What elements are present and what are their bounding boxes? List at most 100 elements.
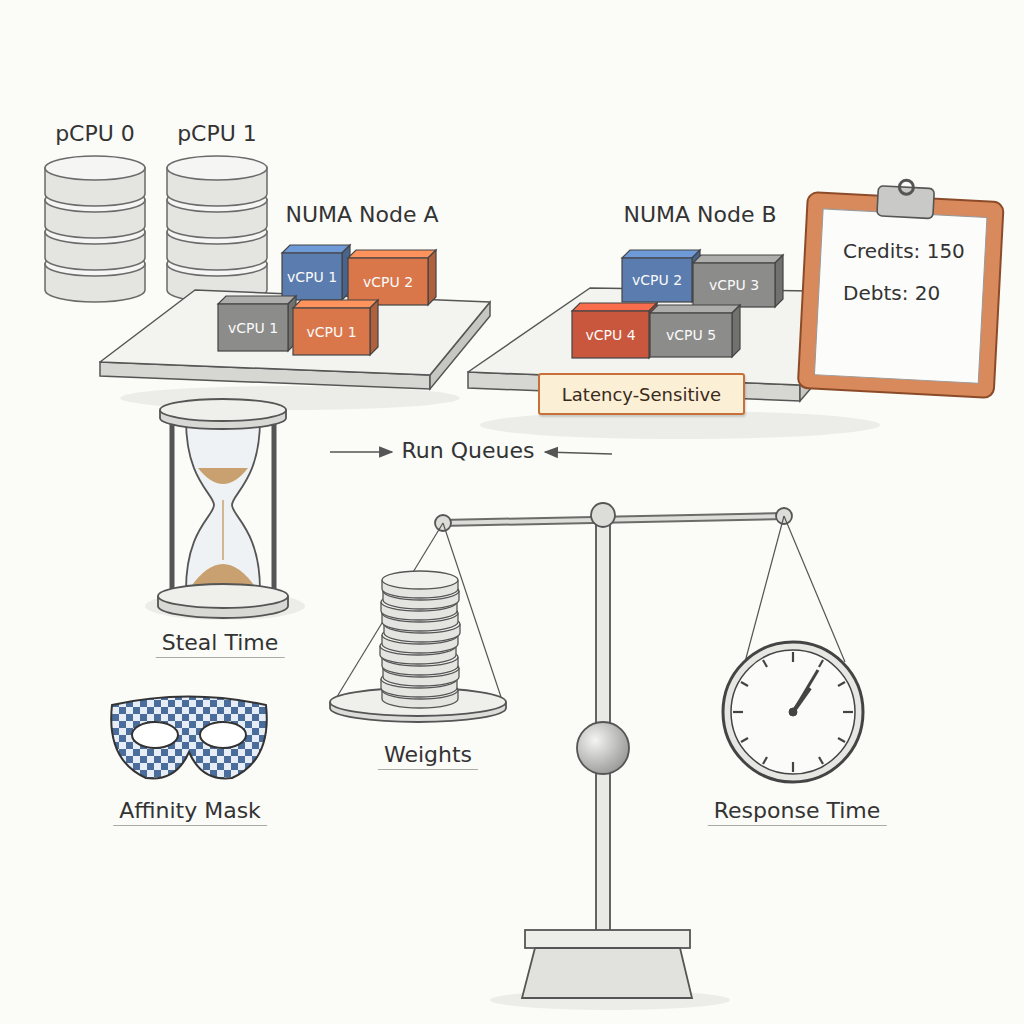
stack-outline: [162, 118, 272, 308]
block-front: [293, 308, 370, 355]
scale-string: [745, 516, 784, 662]
clock-hand: [793, 670, 818, 712]
vcpu-block: vCPU 5: [650, 305, 740, 357]
block-top: [650, 305, 740, 313]
mask-body: [111, 697, 267, 779]
hourglass-post: [170, 414, 175, 596]
vcpu-label: vCPU 2: [622, 258, 692, 302]
block-front: [572, 311, 649, 358]
clock-face: [731, 650, 855, 774]
vcpu-label: vCPU 1: [293, 308, 370, 355]
block-side: [775, 255, 783, 307]
disk-top: [45, 156, 145, 180]
shadow: [480, 411, 880, 439]
clipboard-body: [798, 175, 1005, 398]
block-side: [370, 300, 378, 355]
node-label: pCPU 0: [20, 118, 170, 148]
clock-tick: [843, 711, 853, 713]
clock-tick: [763, 757, 767, 764]
ledger-entry: Debts: 20: [843, 277, 993, 309]
clock-symbol: [723, 642, 863, 782]
scale-base: [522, 948, 692, 998]
hourglass-symbol: [158, 399, 288, 618]
caption-label: Weights: [378, 742, 478, 770]
clock-tick: [741, 738, 748, 742]
mask-symbol: [111, 697, 267, 779]
clipboard-clip: [877, 186, 934, 219]
block-side: [732, 305, 740, 357]
block-top: [293, 300, 378, 308]
hourglass-glass: [186, 420, 260, 590]
coin: [382, 571, 458, 589]
node-label: pCPU 1: [142, 118, 292, 148]
clock-ticks: [733, 652, 853, 772]
vcpu-block: vCPU 2: [622, 250, 700, 302]
clock-tick: [741, 682, 748, 686]
clock-tick: [792, 652, 794, 662]
hourglass-sand: [198, 468, 248, 484]
clipboard: Credits: 150Debts: 20: [795, 175, 1005, 395]
tray-top: [100, 290, 490, 375]
block-front: [218, 304, 288, 351]
vcpu-block: vCPU 1: [293, 300, 378, 355]
scale-base: [525, 930, 690, 948]
block-front: [622, 258, 692, 302]
caption-label: Steal Time: [156, 630, 285, 658]
scale-pivot: [591, 503, 615, 527]
vcpu-block: vCPU 4: [572, 303, 657, 358]
coin-stack: [380, 571, 460, 708]
block-top: [622, 250, 700, 258]
block-front: [693, 263, 775, 307]
mask-eye: [132, 722, 178, 748]
hourglass-plate: [158, 584, 288, 608]
block-front: [650, 313, 732, 357]
clipboard-ring: [899, 180, 914, 195]
numa-node-tray: NUMA Node AvCPU 1vCPU 2vCPU 1vCPU 1: [95, 195, 495, 440]
vcpu-label: vCPU 1: [282, 253, 342, 300]
block-front: [282, 253, 342, 300]
latency-tag: Latency-Sensitive: [538, 373, 745, 415]
block-side: [428, 250, 436, 305]
caption-label: Affinity Mask: [113, 798, 267, 826]
stack-outline: [40, 118, 150, 308]
node-label: Latency-Sensitive: [540, 375, 743, 413]
vcpu-label: vCPU 3: [693, 263, 775, 307]
block-front: [348, 258, 428, 305]
clock-tick: [838, 738, 845, 742]
clipboard-board: [798, 192, 1004, 398]
scale-string: [784, 516, 845, 662]
leader-arrow: [330, 451, 392, 453]
disk-top: [167, 156, 267, 180]
vcpu-label: vCPU 2: [348, 258, 428, 305]
block-top: [218, 296, 296, 304]
clock-tick: [838, 682, 845, 686]
block-top: [572, 303, 657, 311]
node-label: NUMA Node A: [262, 199, 462, 229]
clock-tick: [763, 660, 767, 667]
vcpu-label: vCPU 5: [650, 313, 732, 357]
vcpu-label: vCPU 4: [572, 311, 649, 358]
hourglass-post: [272, 414, 277, 596]
ledger-entry: Credits: 150: [843, 235, 993, 267]
block-top: [693, 255, 783, 263]
vcpu-block: vCPU 1: [218, 296, 296, 351]
vcpu-block: vCPU 2: [348, 250, 436, 305]
clock-tick: [733, 711, 743, 713]
hourglass-plate: [160, 399, 286, 421]
mask-eye: [200, 722, 246, 748]
node-label: NUMA Node B: [600, 199, 800, 229]
block-top: [348, 250, 436, 258]
clock-rim: [723, 642, 863, 782]
block-top: [282, 245, 350, 253]
clock-tick: [792, 762, 794, 772]
caption-label: Run Queues: [396, 438, 541, 465]
leader-arrow: [545, 452, 612, 454]
shadow: [120, 386, 880, 1010]
caption-label: Response Time: [708, 798, 887, 826]
pcpu-stack: pCPU 1: [162, 118, 272, 308]
pcpu-stack: pCPU 0: [40, 118, 150, 308]
vcpu-block: vCPU 1: [282, 245, 350, 300]
